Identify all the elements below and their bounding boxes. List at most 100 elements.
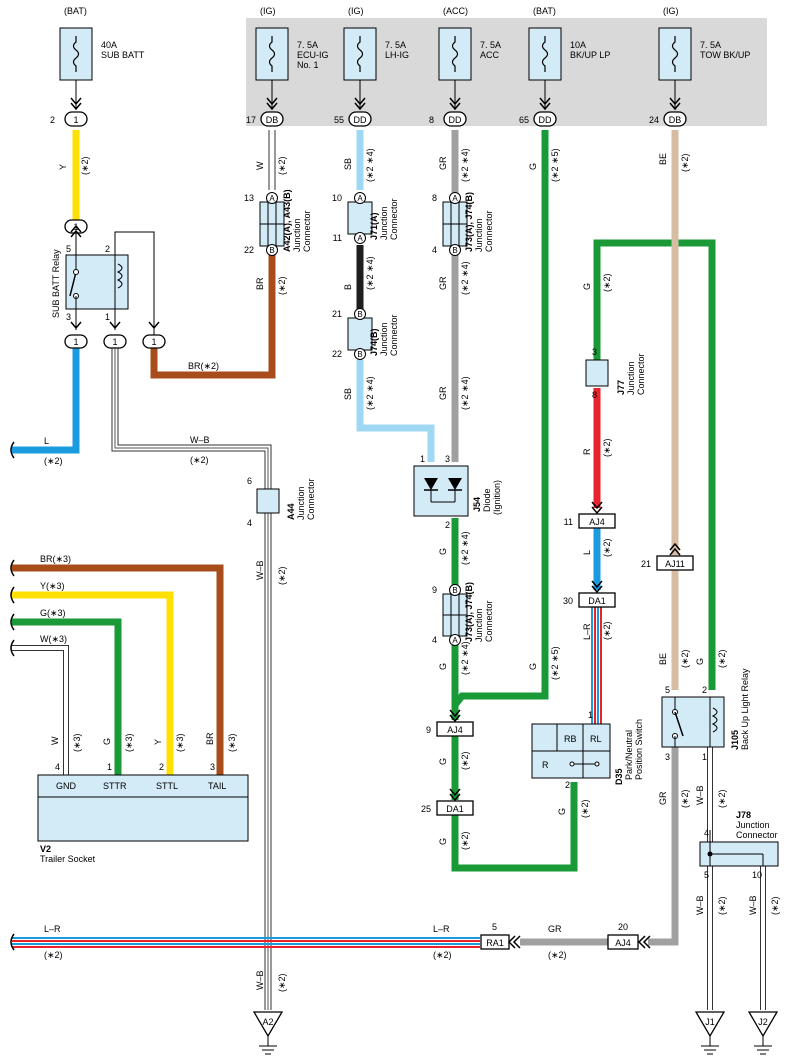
junction-top-code: B <box>357 310 362 319</box>
junction-bottom-pin: 8 <box>592 390 597 400</box>
wire-label: W(∗3) <box>40 634 67 644</box>
wire-label: (∗2) <box>602 438 612 457</box>
junction-bottom-pin: 4 <box>247 518 252 528</box>
sub-batt-relay: 5 2 3 1 SUB BATT Relay <box>51 232 129 330</box>
wire-label: W–B <box>190 435 210 445</box>
wire-label: L <box>582 550 592 555</box>
j78-b1: 5 <box>704 870 709 880</box>
wire-label: G <box>102 738 112 745</box>
junction-name2: Connector <box>389 314 399 356</box>
diode-id: J54 <box>472 497 482 512</box>
inline-conn: DA1 <box>588 596 606 606</box>
junction-name: Junction <box>379 206 389 240</box>
socket-name: Trailer Socket <box>40 854 96 864</box>
wire-label: (∗2) <box>717 896 727 915</box>
fuse-rating: 40A <box>101 40 117 50</box>
inline-conn: DA1 <box>446 804 464 814</box>
fuse-source: (IG) <box>348 6 364 16</box>
junction-id: A42(A), A43(B) <box>282 189 292 252</box>
switch-name: Park/Neutral <box>624 730 634 780</box>
j78-connector: J78 Junction Connector 4 5 10 <box>699 810 779 880</box>
wire-label: R <box>582 448 592 455</box>
wire-label: L <box>44 436 49 446</box>
junction-top-pin: 6 <box>247 476 252 486</box>
fuse-pin: 2 <box>50 115 55 125</box>
junction-top-pin: 21 <box>332 309 342 319</box>
fuse-conn: 1 <box>73 115 78 125</box>
socket-sttl: STTL <box>156 781 178 791</box>
wire-label: SB <box>343 388 353 400</box>
relay-pin3: 3 <box>66 312 71 322</box>
socket-p3: 3 <box>210 762 215 772</box>
wire-label: Y <box>58 164 68 170</box>
junction-bottom-pin: 22 <box>244 245 254 255</box>
wire-label: BR <box>205 732 215 745</box>
relay-out-conn-1: 1 <box>64 334 88 349</box>
fuse-icon <box>356 36 364 72</box>
wire-label: W–B <box>255 970 265 990</box>
inline-conn: RA1 <box>486 938 504 948</box>
wire-label: (∗2) <box>433 950 452 960</box>
fuse-rating: 7. 5A <box>297 40 318 50</box>
socket-sttr: STTR <box>103 781 127 791</box>
conn-label: 1 <box>151 337 156 347</box>
relay-pin5: 5 <box>66 244 71 254</box>
inline-pin: 20 <box>618 922 628 932</box>
wire-label: (∗2) <box>277 276 287 295</box>
wire-label: L–R <box>44 924 61 934</box>
wire-g-3 <box>12 618 122 775</box>
junction-name: Junction <box>296 486 306 520</box>
wire-label: GR <box>438 156 448 170</box>
wire-g-loop <box>593 239 716 690</box>
diode-pin1: 1 <box>420 454 425 464</box>
inline-conn: AJ4 <box>589 517 605 527</box>
wire-label: (∗2) <box>717 649 727 668</box>
wire-label: BR(∗3) <box>40 554 71 564</box>
fuse-source: (IG) <box>260 6 276 16</box>
wire-label: G <box>438 838 448 845</box>
fuse-source: (BAT) <box>64 6 87 16</box>
fuse-conn: DD <box>449 115 462 125</box>
bk-pin2: 2 <box>702 685 707 695</box>
wire-label: (∗3) <box>72 733 82 752</box>
bk-pin5: 5 <box>665 685 670 695</box>
switch-r: R <box>542 760 549 770</box>
j78-name2: Connector <box>736 830 778 840</box>
wire-label: W–B <box>695 785 705 805</box>
junction-name: Junction <box>474 218 484 252</box>
socket-p4: 4 <box>55 762 60 772</box>
switch-pin1: 1 <box>588 710 593 720</box>
fuse-name: LH-IG <box>385 50 409 60</box>
wire-label: GR <box>548 924 562 934</box>
junction-name2: Connector <box>636 353 646 395</box>
junction-name2: Connector <box>302 210 312 252</box>
relay-pin1: 1 <box>105 312 110 322</box>
junction-bottom-code: B <box>357 350 362 359</box>
bk-name: Back Up Light Relay <box>740 668 750 750</box>
inline-conn: AJ4 <box>447 725 463 735</box>
switch-id: D35 <box>614 768 624 785</box>
j78-name: Junction <box>736 820 770 830</box>
wire-wb-relay2 <box>707 745 766 1010</box>
fuse-name2: No. 1 <box>297 60 319 70</box>
inline-conn: AJ4 <box>615 938 631 948</box>
socket-id: V2 <box>40 844 51 854</box>
fuse-icon <box>451 36 459 72</box>
wire-label: (∗2) <box>770 896 780 915</box>
wire-label: G <box>528 163 538 170</box>
fuse-name: SUB BATT <box>101 50 145 60</box>
wire-label: W <box>50 736 60 745</box>
socket-gnd: GND <box>56 781 77 791</box>
ground-a2: A2 <box>252 1011 284 1055</box>
diode-name2: (Ignition) <box>492 480 502 515</box>
fuse-source: (BAT) <box>533 6 556 16</box>
fuse-source: (IG) <box>663 6 679 16</box>
wire-label: G <box>528 663 538 670</box>
switch-rl: RL <box>590 734 602 744</box>
